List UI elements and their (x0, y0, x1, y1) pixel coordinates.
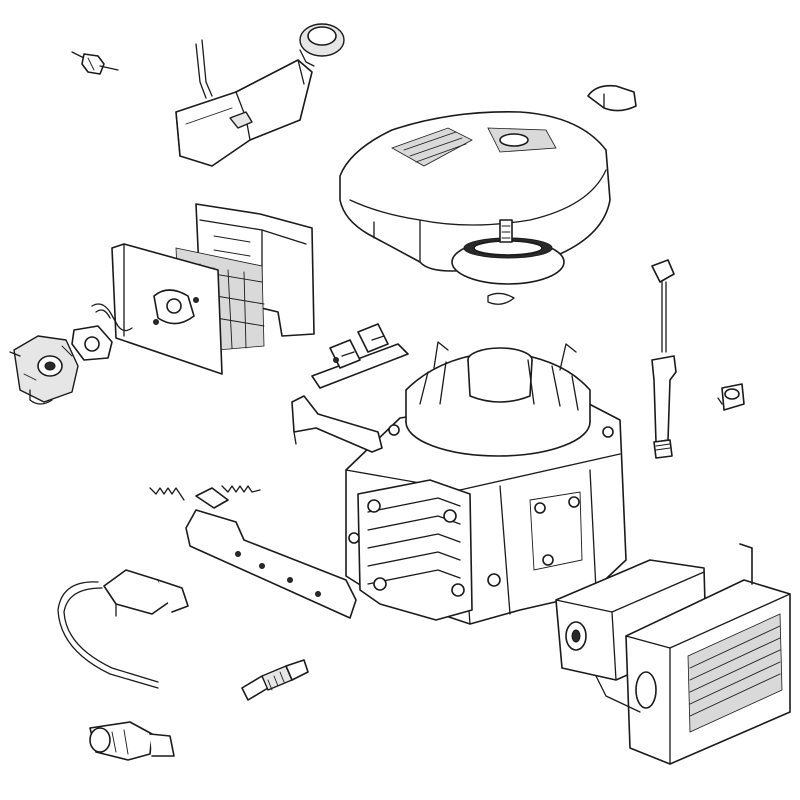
ignition-coil (57, 569, 189, 689)
blower-housing (339, 111, 611, 272)
cylinder-head (348, 479, 501, 621)
recoil-starter-pulley (451, 219, 565, 305)
fuel-cap (299, 23, 345, 67)
governor-link (291, 395, 383, 453)
dipstick-tube (651, 355, 677, 459)
throttle-springs (149, 485, 261, 501)
dipstick (651, 259, 675, 353)
control-bracket (311, 323, 409, 389)
fuel-tank (175, 39, 313, 167)
fuel-line (91, 303, 133, 332)
carburetor (9, 335, 79, 405)
throttle-plate (185, 487, 357, 619)
air-filter-cover (111, 243, 223, 375)
spark-plug-boot (89, 721, 175, 761)
recoil-starter-handle (587, 84, 637, 112)
carburetor-gasket (71, 325, 113, 361)
primer-bulb (71, 51, 119, 75)
oil-fill-cap (717, 383, 745, 411)
flywheel (405, 341, 591, 457)
spark-plug (241, 659, 309, 701)
muffler-guard (595, 543, 791, 765)
